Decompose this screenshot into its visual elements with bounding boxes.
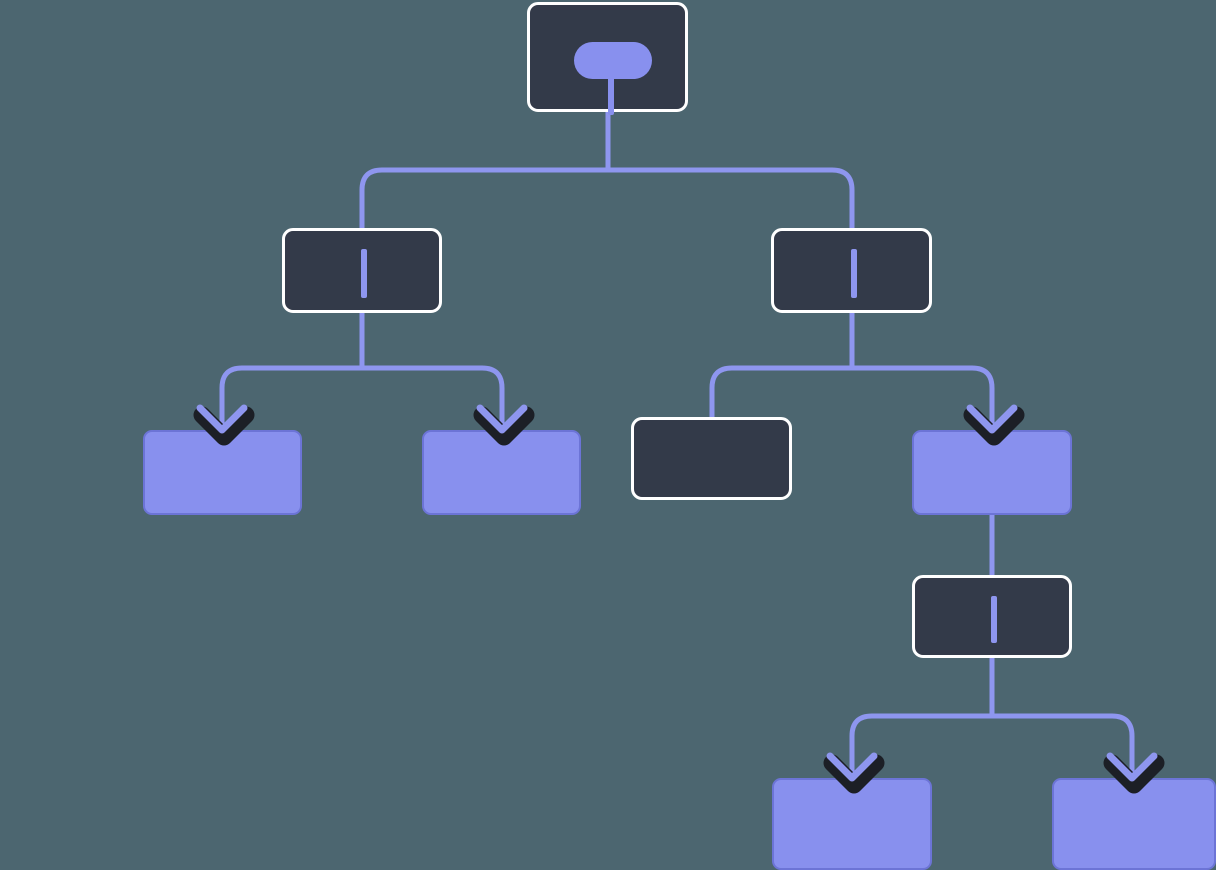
tree-node-l[interactable] [282, 228, 442, 313]
tree-node-rl[interactable] [631, 417, 792, 500]
edge-e-rrc-left [849, 713, 995, 783]
node-caret-marker [361, 249, 367, 298]
node-pill-marker [574, 42, 652, 79]
tree-node-ll[interactable] [143, 430, 302, 515]
edge-e-l-lr [359, 365, 505, 435]
node-caret-marker [851, 249, 857, 298]
edge-e-l-ll [219, 365, 365, 435]
tree-node-rr-cr[interactable] [1052, 778, 1216, 870]
tree-node-rr[interactable] [912, 430, 1072, 515]
edge-e-rrc-right [989, 713, 1135, 783]
node-pill-stem [608, 75, 614, 115]
edge-e-r-rr [849, 365, 995, 435]
tree-node-root[interactable] [527, 2, 688, 115]
node-caret-marker [991, 596, 997, 643]
tree-node-rr-cl[interactable] [772, 778, 932, 870]
edge-e-r-rl [709, 365, 855, 421]
tree-node-lr[interactable] [422, 430, 581, 515]
tree-node-rr-c[interactable] [912, 575, 1072, 658]
tree-node-r[interactable] [771, 228, 932, 313]
